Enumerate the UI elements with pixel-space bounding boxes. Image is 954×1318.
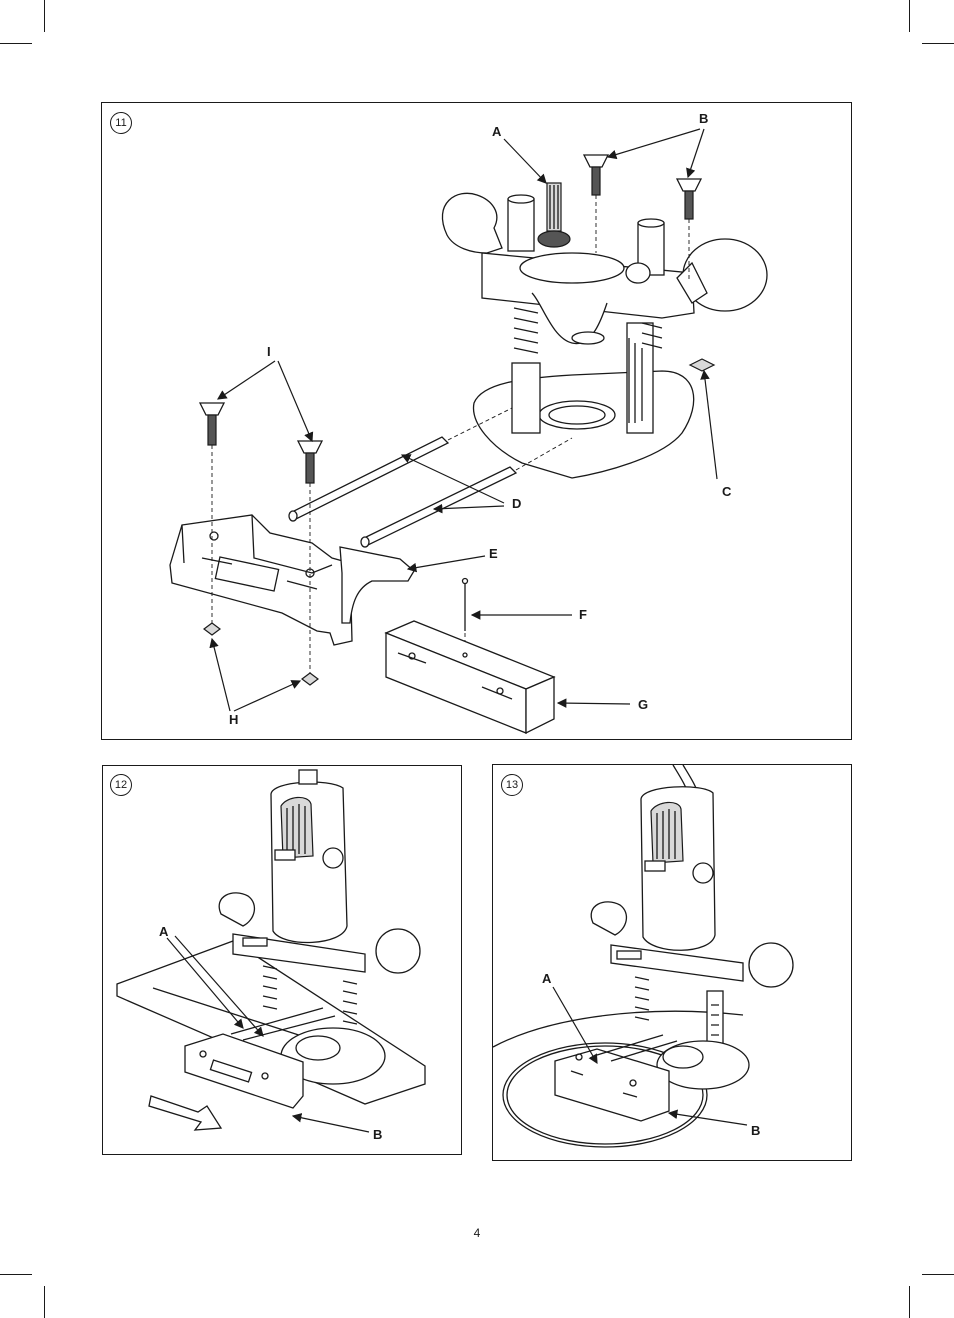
crop-mark-bottom-right-h [922, 1274, 954, 1275]
crop-mark-bottom-left-h [0, 1274, 32, 1275]
nut-h-2 [302, 673, 318, 685]
nut-h-1 [204, 623, 220, 635]
figure-12-drawing [103, 766, 463, 1156]
callout-b: B [373, 1127, 382, 1142]
figure-13-drawing [493, 765, 853, 1162]
callout-a: A [492, 124, 501, 139]
callout-d: D [512, 496, 521, 511]
router-base [442, 183, 767, 478]
crop-mark-top-right-v [909, 0, 910, 32]
callout-b: B [699, 111, 708, 126]
crop-mark-top-left-v [44, 0, 45, 32]
figure-12-panel: 12 A B [102, 765, 462, 1155]
page-number: 4 [0, 1226, 954, 1240]
callout-h: H [229, 712, 238, 727]
figure-11-drawing [102, 103, 853, 741]
block-g [386, 621, 554, 733]
callout-a: A [159, 924, 168, 939]
figure-11-panel: 11 [101, 102, 852, 740]
nut-c [690, 359, 714, 371]
crop-mark-top-right-h [922, 43, 954, 44]
callout-f: F [579, 607, 587, 622]
crop-mark-top-left-h [0, 43, 32, 44]
callout-a: A [542, 971, 551, 986]
callout-e: E [489, 546, 498, 561]
callout-i: I [267, 344, 271, 359]
crop-mark-bottom-right-v [909, 1286, 910, 1318]
crop-mark-bottom-left-v [44, 1286, 45, 1318]
callout-g: G [638, 697, 648, 712]
figure-13-panel: 13 A B [492, 764, 852, 1161]
callout-c: C [722, 484, 731, 499]
callout-b: B [751, 1123, 760, 1138]
